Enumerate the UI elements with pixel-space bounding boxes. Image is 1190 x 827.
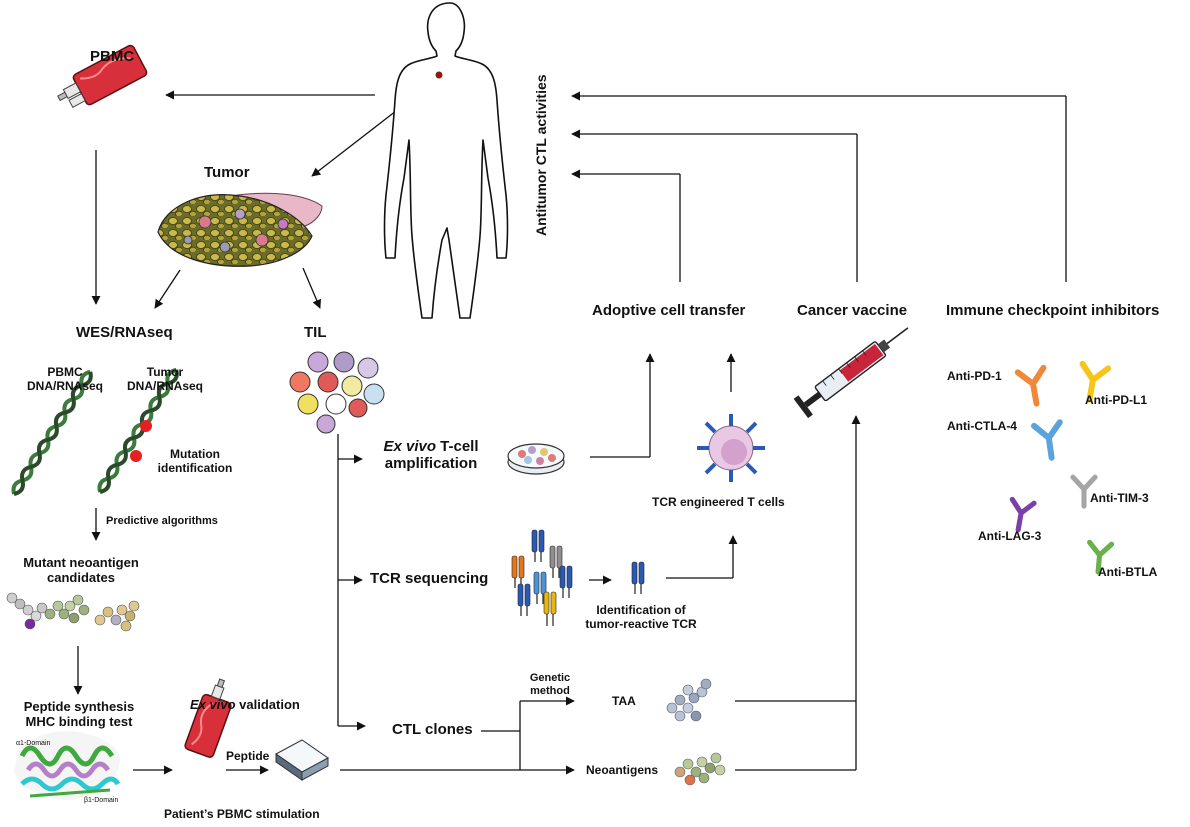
blood-bag-icon [57, 44, 148, 108]
antibody-label-5: Anti-BTLA [1098, 565, 1158, 579]
dna-helix-tumor-icon [97, 367, 179, 494]
genetic-line2: method [530, 684, 570, 697]
mutation-line2: identification [157, 460, 233, 475]
antibody-label-3: Anti-TIM-3 [1090, 491, 1149, 505]
exvivo-validation-rest: validation [235, 697, 300, 712]
tcr-sequencing-label: TCR sequencing [370, 570, 489, 587]
antibody-icon [1087, 539, 1115, 575]
exvivo-amplification-line2: amplification [384, 455, 478, 473]
exvivo-amplification-line1: Ex vivo T-cell [366, 438, 496, 455]
antibody-label-0: Anti-PD-1 [947, 369, 1002, 383]
antibody-icon [1009, 496, 1037, 533]
genetic-line1: Genetic [529, 672, 571, 684]
arrow-tumor-to-til [302, 267, 321, 309]
peptide-label: Peptide [226, 749, 270, 763]
neoantigen-peptide-icon [6, 592, 140, 632]
tumor-label: Tumor [204, 164, 250, 181]
pbmc-stimulation-label: Patient’s PBMC stimulation [164, 807, 320, 821]
til-label: TIL [304, 324, 327, 341]
taa-cluster-icon [666, 678, 712, 722]
neoantigen-candidates-label: Mutant neoantigen candidates [6, 555, 156, 586]
identification-line1: Identification of [596, 603, 686, 617]
petri-dish-icon [507, 443, 565, 475]
predictive-algorithms-label: Predictive algorithms [106, 515, 218, 527]
culture-plate-icon [275, 739, 329, 781]
tumor-seq-line2: DNA/RNAseq [126, 378, 203, 393]
antibody-label-4: Anti-LAG-3 [978, 529, 1042, 543]
neoantigen-line2: candidates [47, 569, 115, 585]
antibody-icon [1014, 364, 1047, 407]
pbmc-seq-line2: DNA/RNAseq [26, 378, 103, 393]
peptide-synthesis-line2: MHC binding test [25, 713, 133, 729]
antibody-layer [1009, 360, 1115, 575]
antitumor-ctl-label: Antitumor CTL activities [533, 74, 549, 236]
mutation-dot-icon [140, 420, 152, 432]
tumor-spot-icon [435, 71, 443, 79]
pbmc-label: PBMC [90, 48, 135, 65]
engineered-t-cell-icon [697, 414, 765, 482]
mutation-dot-icon [130, 450, 142, 462]
mutation-line1: Mutation [170, 447, 220, 461]
peptide-synthesis-label: Peptide synthesis MHC binding test [4, 699, 154, 730]
exvivo-validation-label: Ex vivo validation [190, 697, 300, 713]
genetic-method-label: Genetic method [520, 672, 580, 697]
cancer-vaccine-label: Cancer vaccine [797, 302, 908, 319]
exvivo-amp-rest: T-cell [436, 438, 479, 455]
tcr-engineered-label: TCR engineered T cells [652, 495, 785, 509]
syringe-icon [793, 327, 909, 419]
exvivo-amp-em: Ex vivo [383, 438, 436, 455]
neoantigen-cluster-icon [674, 752, 726, 786]
exvivo-validation-em: Ex vivo [190, 697, 236, 712]
tumor-tissue-icon [157, 192, 323, 267]
checkpoint-inhibitors-label: Immune checkpoint inhibitors [946, 302, 1160, 319]
human-body-icon [383, 2, 509, 319]
tumor-seq-label: Tumor DNA/RNAseq [120, 365, 210, 394]
mutation-label: Mutation identification [150, 447, 240, 476]
tcr-cluster-icon [511, 529, 573, 626]
arrow-tumor-to-wes [154, 269, 181, 309]
alpha-domain-label: α1-Domain [16, 740, 51, 747]
taa-label: TAA [612, 694, 636, 708]
connector-lines [73, 79, 1067, 775]
neoantigens-label: Neoantigens [586, 763, 659, 777]
patient-blood-bag-icon [184, 678, 232, 758]
pbmc-seq-line1: PBMC [47, 365, 83, 379]
antibody-icon [1079, 360, 1112, 403]
wes-rnaseq-label: WES/RNAseq [76, 324, 173, 341]
pbmc-seq-label: PBMC DNA/RNAseq [20, 365, 110, 394]
adoptive-transfer-label: Adoptive cell transfer [592, 302, 746, 319]
peptide-synthesis-line1: Peptide synthesis [23, 699, 135, 714]
dna-helix-pbmc-icon [11, 369, 93, 496]
antibody-label-1: Anti-PD-L1 [1085, 393, 1147, 407]
mhc-structure-icon [14, 731, 121, 800]
tcr-single-icon [631, 561, 645, 594]
beta-domain-label: β1-Domain [84, 797, 119, 804]
identification-line2: tumor-reactive TCR [585, 616, 697, 631]
til-cells-icon [289, 351, 385, 434]
neoantigen-line1: Mutant neoantigen [23, 555, 139, 570]
antibody-label-2: Anti-CTLA-4 [947, 419, 1017, 433]
exvivo-amplification-label: Ex vivo T-cell amplification [366, 438, 496, 473]
antibody-icon [1031, 419, 1063, 461]
ctl-clones-label: CTL clones [392, 721, 473, 738]
antibody-icon [1070, 474, 1098, 509]
tumor-seq-line1: Tumor [146, 365, 184, 379]
tumor-reactive-tcr-label: Identification of tumor-reactive TCR [578, 603, 704, 632]
